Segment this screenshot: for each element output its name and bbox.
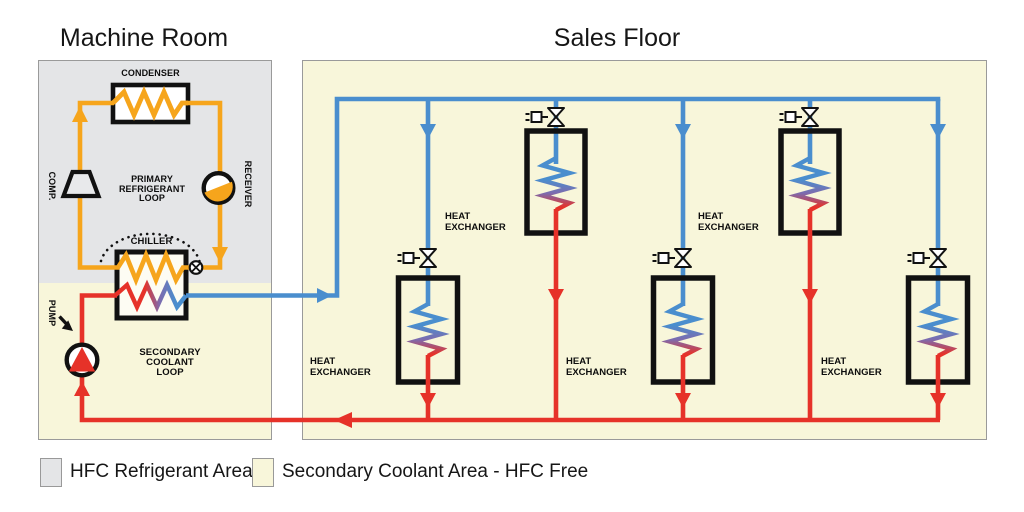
secondary-loop-label: SECONDARY COOLANT LOOP	[139, 347, 201, 378]
heat-exchanger-1-label: HEAT EXCHANGER	[310, 356, 371, 378]
pump-label: PUMP	[47, 299, 57, 327]
sales-floor-area	[302, 60, 987, 440]
heat-exchanger-5	[908, 99, 968, 420]
chiller-dotted-arc	[99, 232, 202, 266]
flow-arrow-left-icon	[334, 412, 352, 428]
flow-arrow-up-icon	[74, 381, 90, 396]
compressor-label: COMP.	[47, 171, 57, 201]
heat-exchanger-1	[398, 99, 458, 420]
flow-arrow-up-icon	[72, 106, 88, 122]
secondary-return-pipes	[74, 293, 940, 428]
heat-exchanger-5-label: HEAT EXCHANGER	[821, 356, 882, 378]
heat-exchanger-2-label: HEAT EXCHANGER	[445, 211, 506, 233]
receiver-symbol	[201, 170, 236, 205]
heat-exchanger-4-label: HEAT EXCHANGER	[698, 211, 759, 233]
pump-pointer-arrow-icon	[58, 315, 73, 331]
pump-symbol	[64, 342, 100, 378]
heat-exchanger-3-label: HEAT EXCHANGER	[566, 356, 627, 378]
chiller-label: CHILLER	[130, 236, 173, 247]
condenser-coil	[111, 85, 188, 122]
circle-x-valve-icon	[188, 260, 204, 275]
receiver-label: RECEIVER	[243, 160, 253, 208]
chiller-coolant-coil	[113, 279, 188, 313]
heat-exchanger-3	[653, 99, 713, 420]
condenser-label: CONDENSER	[121, 68, 180, 78]
secondary-supply-pipes	[186, 96, 941, 303]
sales-floor-title: Sales Floor	[553, 24, 681, 52]
compressor-symbol	[60, 169, 102, 199]
machine-room-title: Machine Room	[59, 24, 229, 52]
flow-arrow-down-icon	[212, 247, 228, 263]
flow-arrow-right-icon	[317, 288, 332, 303]
primary-loop-label: PRIMARY REFRIGERANT LOOP	[118, 174, 186, 203]
